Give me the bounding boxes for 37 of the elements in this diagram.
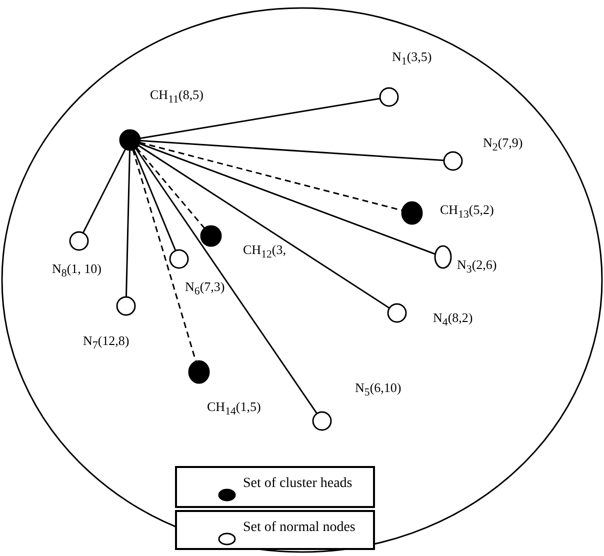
link-line	[140, 140, 444, 162]
node-label: CH$_{13}$(5,2)	[440, 203, 494, 220]
link-line	[125, 150, 130, 298]
cluster-head-node	[200, 225, 222, 247]
normal-node	[312, 411, 332, 431]
legend-text: Set of cluster heads	[243, 476, 352, 492]
dashed-link	[132, 149, 197, 362]
normal-node	[69, 231, 89, 251]
node-label: N$_{4}$(8,2)	[433, 311, 473, 328]
cluster-head-node	[119, 129, 141, 151]
node-label: N$_{7}$(12,8)	[83, 334, 130, 352]
node-label: N$_{1}$(3,5)	[392, 50, 432, 68]
normal-node	[116, 296, 136, 316]
link-line	[140, 98, 380, 140]
node-label: N$_{2}$(7,9)	[483, 136, 523, 154]
normal-node	[434, 245, 452, 269]
node-label: N$_{8}$(1, 10)	[52, 262, 102, 280]
normal-node	[443, 151, 463, 171]
link-line	[82, 148, 126, 234]
link-line	[133, 148, 176, 251]
cluster-head-node	[188, 360, 210, 384]
node-label: N$_{3}$(2,6)	[457, 258, 497, 276]
node-label: CH$_{12}$(3,	[243, 243, 286, 260]
dashed-link	[136, 147, 206, 229]
legend-text: Set of normal nodes	[243, 520, 356, 536]
dashed-link	[140, 142, 402, 212]
node-label: CH$_{14}$(1,5)	[207, 400, 261, 418]
link-line	[138, 144, 390, 309]
normal-node	[379, 87, 399, 107]
normal-node	[387, 303, 407, 323]
link-line	[135, 148, 318, 414]
node-label: CH$_{11}$(8,5)	[150, 88, 204, 106]
cluster-head-node	[401, 201, 423, 225]
node-label: N$_{6}$(7,3)	[185, 280, 225, 298]
normal-node	[169, 249, 189, 269]
node-label: N$_{5}$(6,10)	[355, 381, 402, 398]
link-line	[139, 142, 436, 255]
